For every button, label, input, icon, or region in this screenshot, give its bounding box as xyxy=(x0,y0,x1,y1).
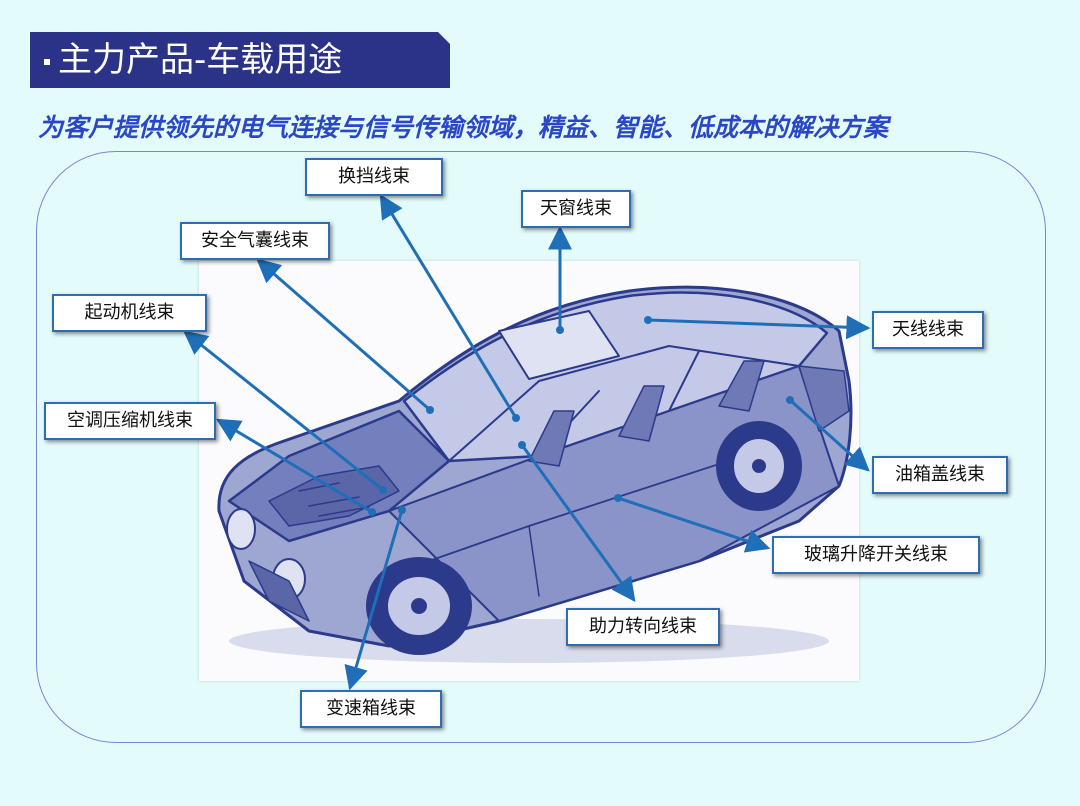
label-sunroof-harness: 天窗线束 xyxy=(521,190,631,228)
label-power-steering-harness: 助力转向线束 xyxy=(566,608,720,646)
label-starter-harness: 起动机线束 xyxy=(52,294,207,332)
diagram-frame xyxy=(36,151,1046,743)
label-ac-compressor-harness: 空调压缩机线束 xyxy=(44,402,216,440)
car-illustration xyxy=(217,285,853,663)
car-cutaway-image xyxy=(199,261,859,681)
title-banner: 主力产品-车载用途 xyxy=(30,32,450,88)
label-shift-harness: 换挡线束 xyxy=(305,158,443,196)
bullet-icon xyxy=(44,58,50,65)
label-fuel-cap-harness: 油箱盖线束 xyxy=(872,456,1008,494)
page-title: 主力产品-车载用途 xyxy=(58,40,343,80)
page-subtitle: 为客户提供领先的电气连接与信号传输领域，精益、智能、低成本的解决方案 xyxy=(38,113,889,142)
label-antenna-harness: 天线线束 xyxy=(872,311,984,349)
label-gearbox-harness: 变速箱线束 xyxy=(300,690,442,728)
label-airbag-harness: 安全气囊线束 xyxy=(180,222,330,260)
label-window-switch-harness: 玻璃升降开关线束 xyxy=(772,536,980,574)
